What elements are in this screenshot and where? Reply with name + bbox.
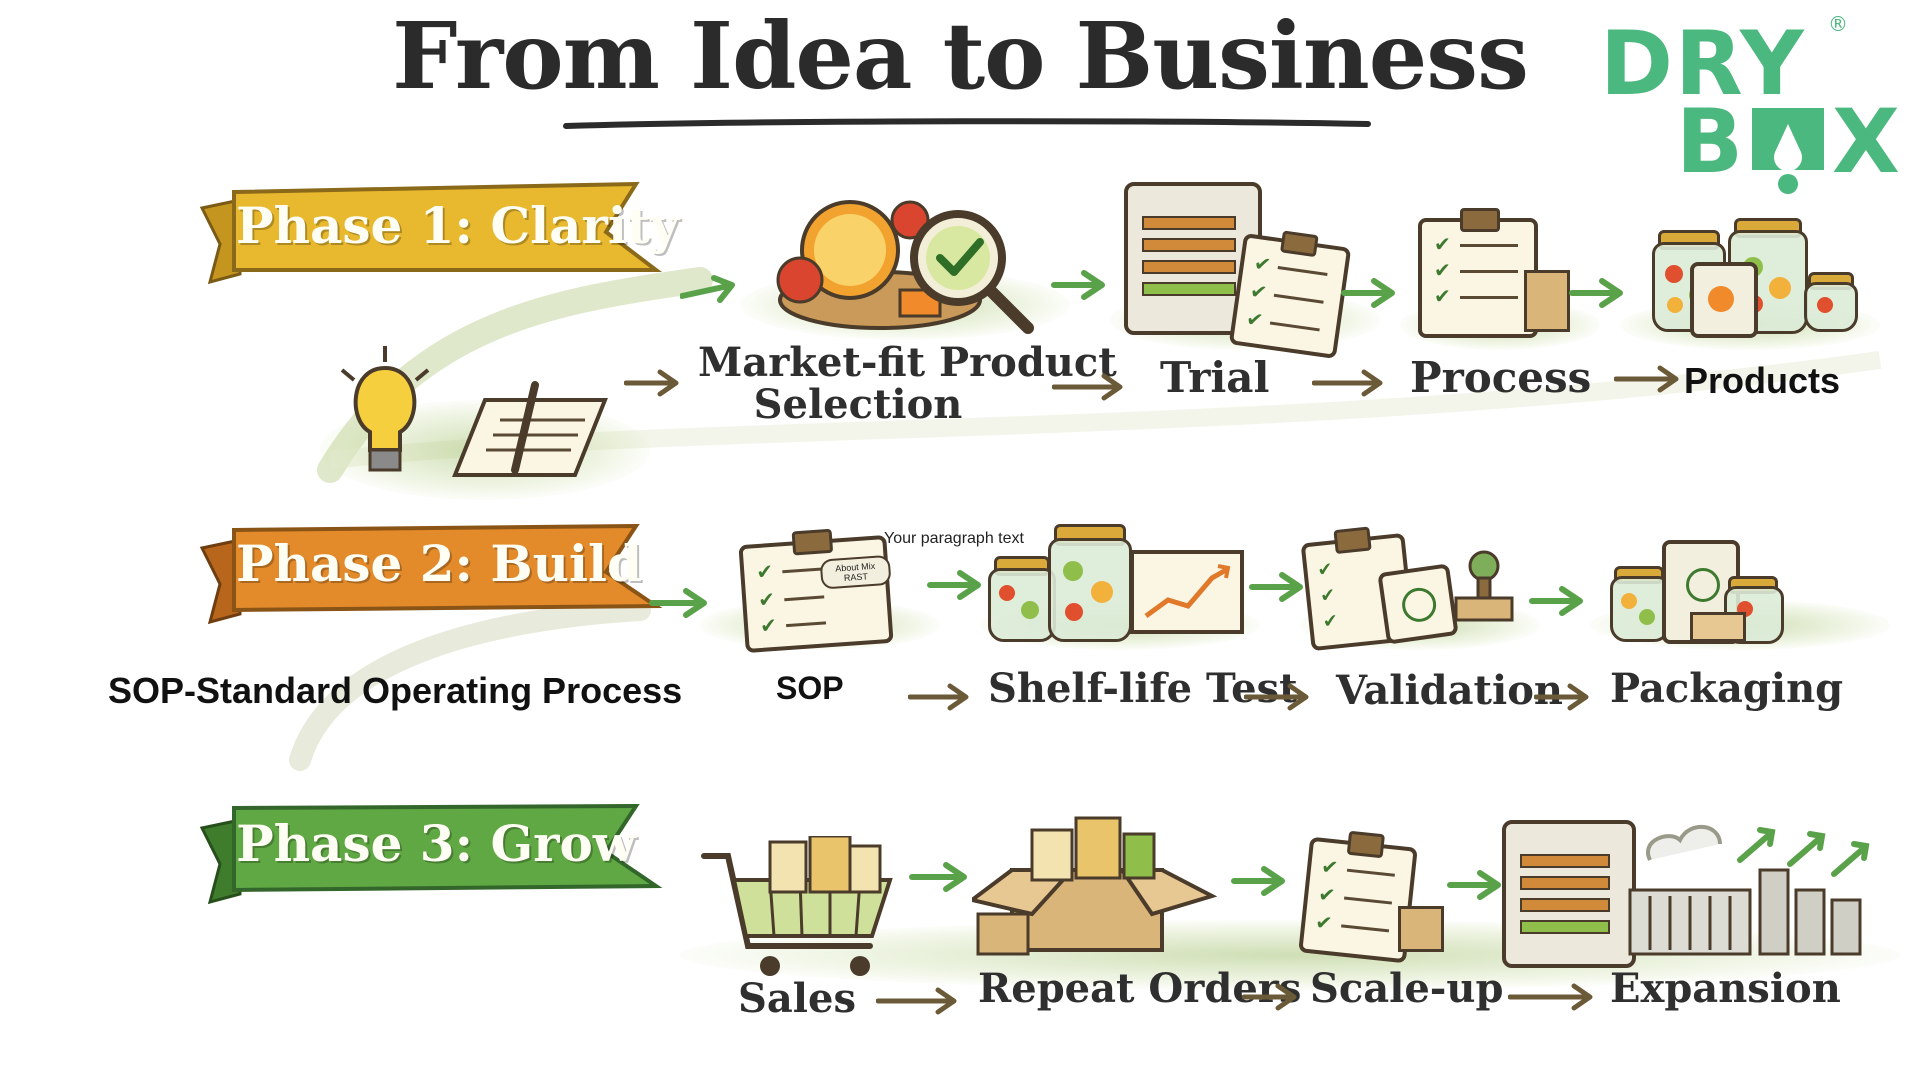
arrow-icon: [908, 683, 969, 711]
step-scale-up: Scale-up: [1310, 965, 1504, 1012]
step-repeat-orders: Repeat Orders: [978, 965, 1302, 1012]
sop-caption: SOP-Standard Operating Process: [108, 670, 683, 711]
expansion-dehydrator-icon: [1502, 820, 1636, 968]
green-arrow-icon: [1529, 586, 1583, 616]
green-arrow-icon: [1231, 866, 1285, 896]
lightbulb-icon: [340, 346, 430, 472]
drybox-logo: DRY ® B X: [1600, 12, 1900, 194]
green-arrow-icon: [909, 862, 967, 892]
phase3-banner: Phase 3: Grow: [196, 796, 666, 906]
step-market-fit-line2: Selection: [753, 381, 963, 428]
step-packaging: Packaging: [1610, 665, 1844, 712]
stamp-icon: [1454, 550, 1514, 622]
arrow-icon: [1508, 983, 1593, 1011]
box-icon: [1398, 906, 1444, 952]
step-market-fit-line1: Market-fit Product: [698, 339, 1117, 386]
step-expansion: Expansion: [1610, 965, 1841, 1012]
green-arrow-icon: [1341, 278, 1395, 308]
sop-tag: About Mix RAST: [819, 554, 892, 590]
open-box-icon: [972, 816, 1218, 956]
green-arrow-icon: [1569, 278, 1623, 308]
phase2-banner: Phase 2: Build: [196, 516, 666, 626]
registered-mark: ®: [1828, 12, 1848, 36]
green-arrow-icon: [680, 275, 735, 303]
page-title: From Idea to Business: [392, 2, 1529, 110]
green-arrow-icon: [649, 588, 707, 618]
arrow-icon: [1614, 365, 1679, 393]
phase3-label: Phase 3: Grow: [236, 814, 636, 873]
arrow-icon: [1052, 373, 1123, 401]
chart-icon: [1130, 550, 1244, 634]
step-products: Products: [1684, 360, 1841, 401]
box-icon: [1524, 270, 1570, 332]
ribbon-icon: [199, 523, 663, 625]
green-arrow-icon: [1447, 870, 1501, 900]
logo-drop-icon: [1752, 108, 1824, 194]
green-arrow-icon: [927, 570, 981, 600]
step-trial: Trial: [1160, 353, 1270, 402]
logo-line2-left: B: [1676, 90, 1744, 193]
green-arrow-icon: [1051, 270, 1105, 300]
step-process: Process: [1410, 353, 1592, 402]
cart-icon: [701, 836, 893, 976]
logo-line2-right: X: [1832, 90, 1900, 193]
clipboard-icon: ✔ ✔ ✔ About Mix RAST: [738, 528, 894, 654]
arrow-icon: [624, 369, 679, 397]
step-shelf-life: Shelf-life Test: [988, 665, 1298, 712]
green-arrow-icon: [1249, 572, 1303, 602]
arrow-icon: [1534, 683, 1589, 711]
phase1-banner: Phase 1: Clarity: [196, 178, 680, 288]
step-sales: Sales: [738, 975, 856, 1022]
arrow-icon: [876, 987, 957, 1015]
title-underline: [563, 118, 1371, 129]
notebook-icon: [452, 381, 608, 477]
fruit-basket-icon: [776, 200, 982, 330]
logo-line1: DRY: [1600, 12, 1806, 115]
arrow-icon: [1312, 369, 1383, 397]
placeholder-paragraph: Your paragraph text: [884, 530, 1024, 547]
pouch-icon: [1377, 563, 1459, 645]
magnifier-check-icon: [910, 210, 1034, 334]
arrow-icon: [1242, 983, 1297, 1011]
factory-icon: [1628, 824, 1870, 956]
ribbon-icon: [199, 181, 662, 285]
step-validation: Validation: [1336, 667, 1563, 714]
checklist-icon: ✔ ✔ ✔: [1228, 230, 1352, 359]
phase1-label: Phase 1: Clarity: [236, 196, 680, 255]
arrow-icon: [1244, 683, 1309, 711]
ribbon-icon: [199, 803, 663, 905]
phase2-label: Phase 2: Build: [236, 534, 642, 593]
step-sop: SOP: [776, 670, 844, 706]
step-market-fit: Market-fit Product Selection: [698, 339, 1117, 428]
clipboard-icon: ✔ ✔ ✔: [1418, 208, 1538, 338]
